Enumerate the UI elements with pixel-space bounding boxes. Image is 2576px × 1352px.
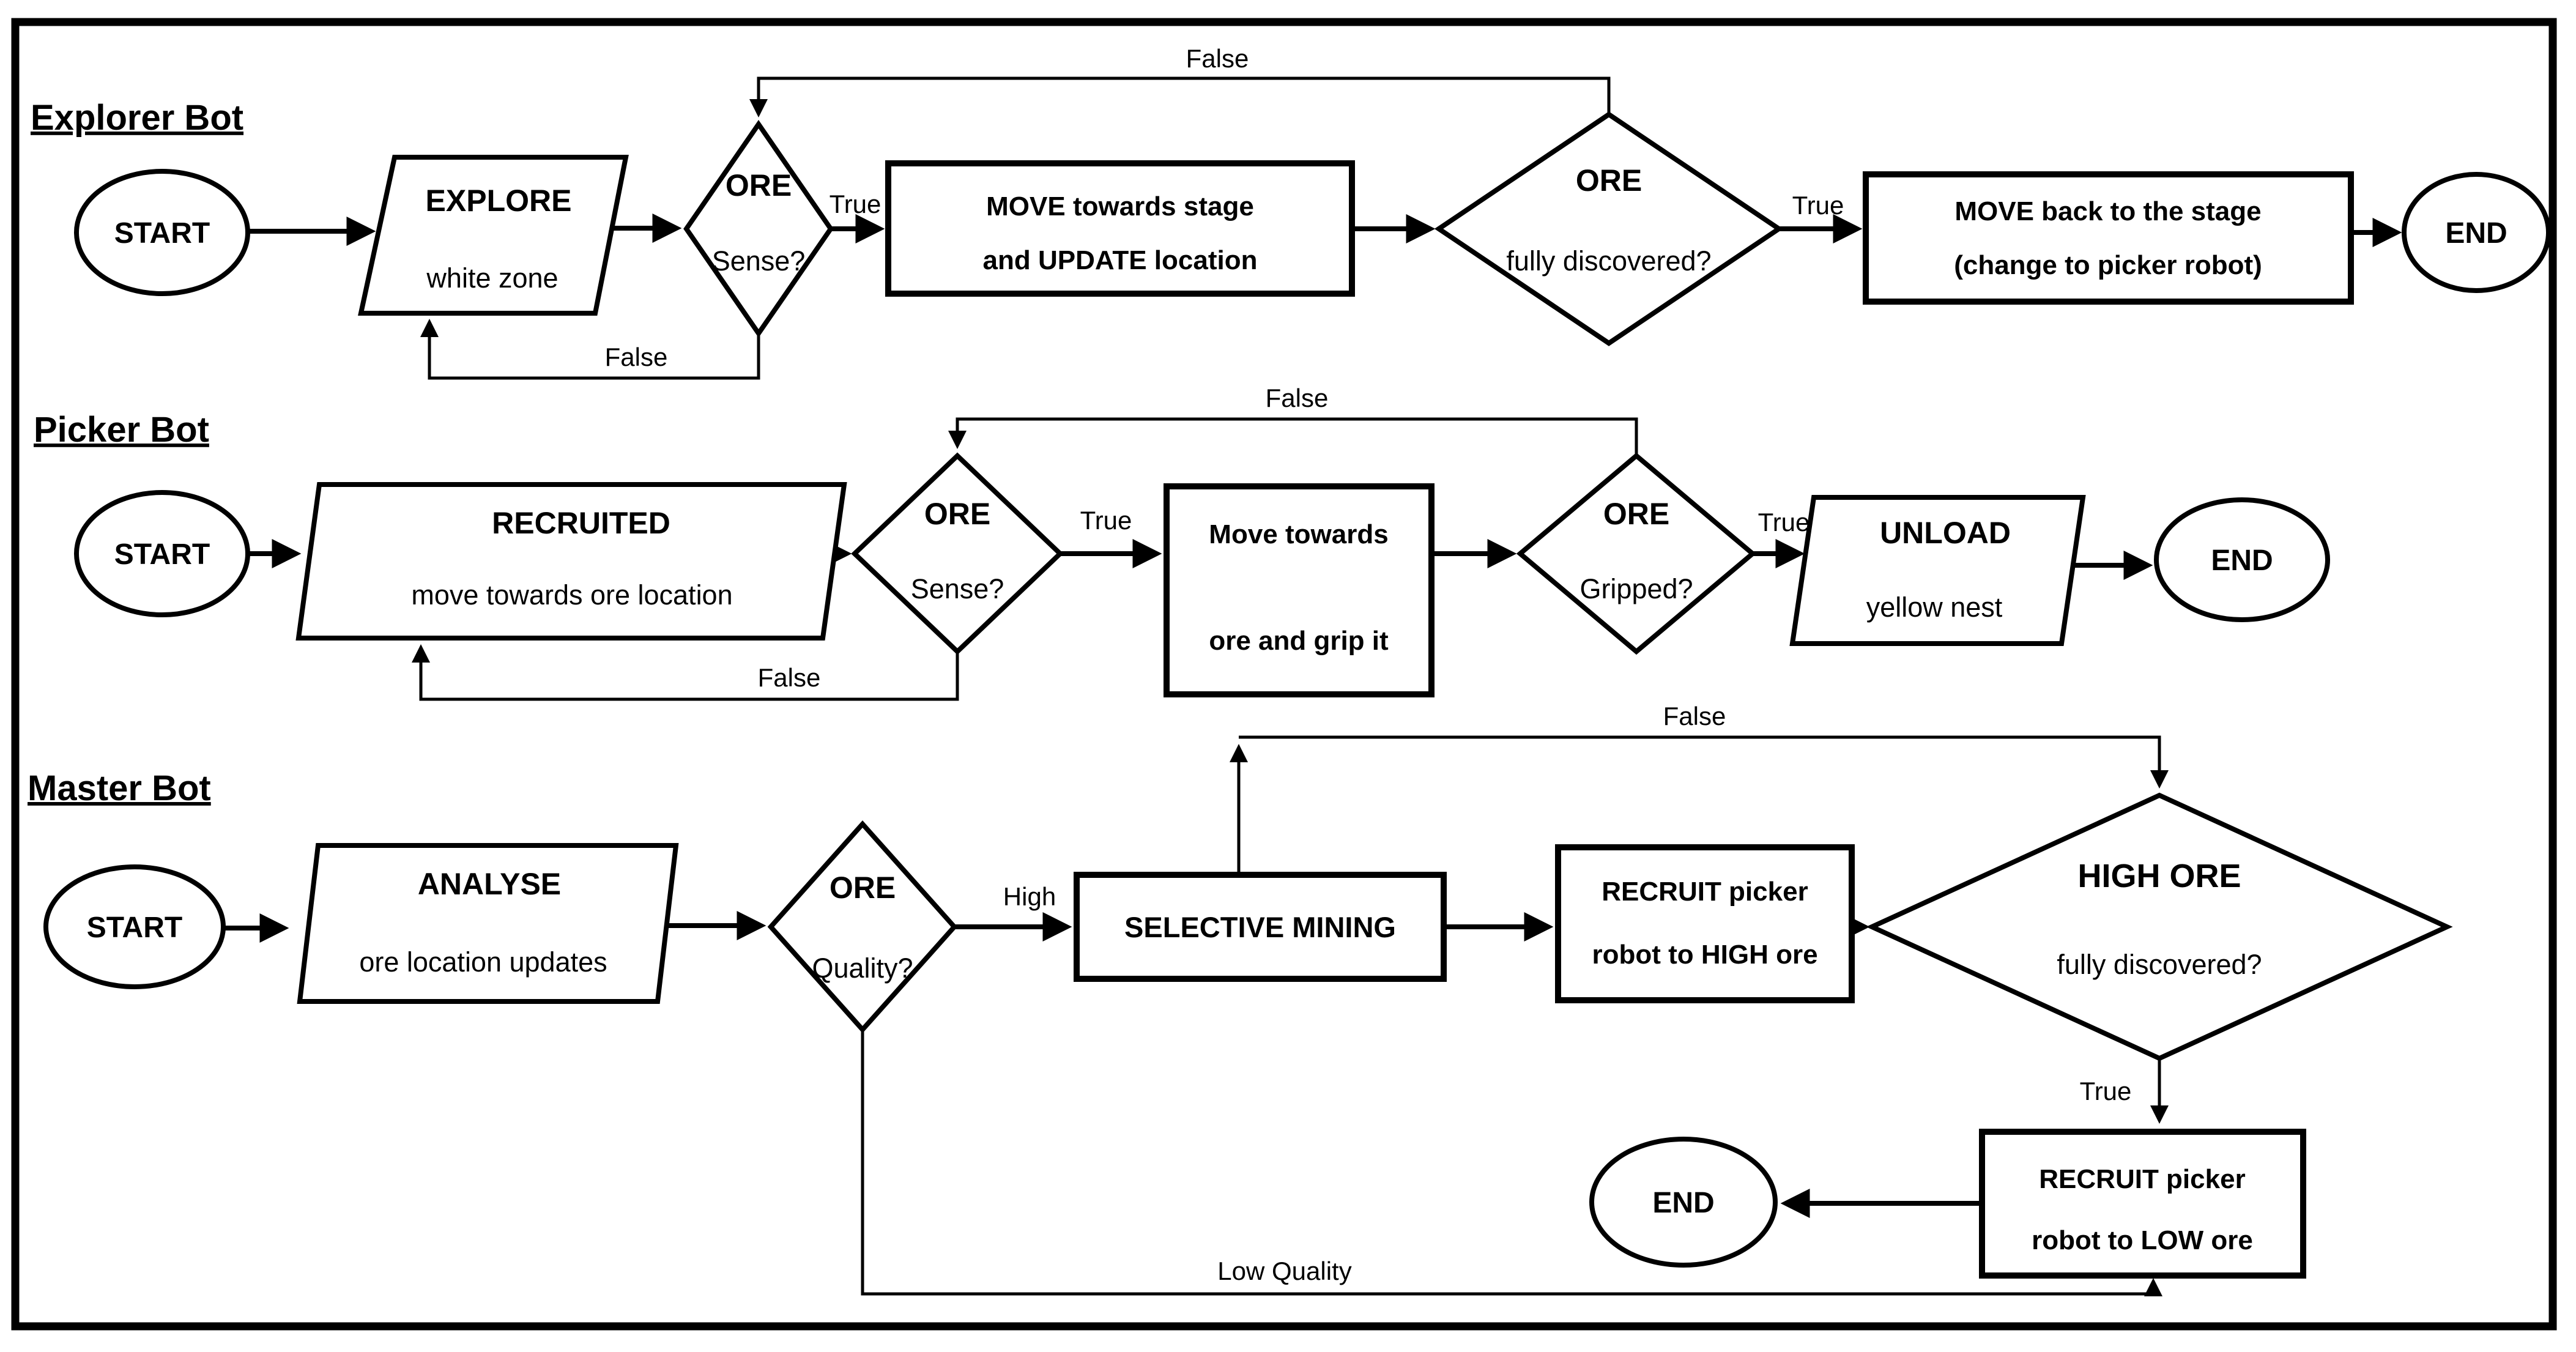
explorer-bot-flow: Explorer Bot START EXPLORE white zone OR… — [31, 44, 2551, 380]
picker-false-bottom-label: False — [758, 663, 821, 692]
picker-false-top-label: False — [1266, 384, 1329, 412]
master-start-terminator — [43, 864, 226, 989]
edge-low-quality-path — [861, 1030, 2162, 1296]
picker-true1-label: True — [1080, 506, 1132, 535]
explorer-true2-label: True — [1792, 191, 1844, 220]
recruit-low-line2: robot to LOW ore — [2032, 1225, 2253, 1255]
recruit-high-line1: RECRUIT picker — [1602, 877, 1808, 907]
master-recruit-high-process — [1555, 844, 1855, 1003]
page-border — [11, 18, 2557, 1331]
edge-false-line-into-high-ore — [1239, 735, 2169, 789]
high-ore-title: HIGH ORE — [2077, 858, 2241, 894]
picker-start-terminator — [74, 490, 250, 617]
explorer-start-terminator — [74, 169, 250, 296]
picker-end-terminator — [2154, 497, 2330, 622]
analyse-title: ANALYSE — [418, 867, 561, 901]
picker-move-grip-process — [1164, 483, 1435, 697]
explore-subtitle: white zone — [426, 262, 558, 294]
master-high-ore-decision — [1866, 792, 2453, 1061]
explorer-false-top-label: False — [1186, 44, 1249, 73]
selective-mining-label: SELECTIVE MINING — [1124, 911, 1396, 943]
recruit-low-line1: RECRUIT picker — [2039, 1164, 2245, 1194]
unload-title: UNLOAD — [1880, 516, 2011, 550]
master-high-label: High — [1003, 882, 1056, 911]
picker-ore-sense-question: Sense? — [911, 573, 1004, 604]
ore-gripped-question: Gripped? — [1579, 573, 1693, 604]
edge-explorer-false-bottom-loop — [420, 319, 760, 380]
edge-picker-false-bottom-loop — [412, 644, 959, 701]
master-bot-flow: Master Bot START ANALYSE ore location up… — [28, 702, 2453, 1296]
high-ore-question: fully discovered? — [2057, 949, 2262, 980]
ore-sense-title: ORE — [726, 168, 792, 202]
move-grip-line1: Move towards — [1209, 519, 1388, 549]
explorer-explore-parallelogram — [358, 155, 629, 316]
analyse-subtitle: ore location updates — [359, 946, 607, 978]
explorer-end-label: END — [2445, 217, 2507, 250]
explorer-move-update-process — [885, 160, 1355, 297]
picker-ore-sense-decision — [851, 452, 1064, 655]
explorer-false-bottom-label: False — [605, 343, 668, 371]
section-title-master: Master Bot — [28, 768, 211, 808]
move-update-line1: MOVE towards stage — [986, 191, 1254, 221]
section-title-explorer: Explorer Bot — [31, 98, 243, 138]
master-selective-mining-process — [1074, 872, 1447, 982]
master-true-label: True — [2080, 1077, 2132, 1105]
ore-gripped-title: ORE — [1603, 497, 1669, 531]
edge-explorer-false-top-loop — [749, 76, 1611, 117]
master-end-terminator — [1589, 1137, 1778, 1268]
picker-recruited-parallelogram — [295, 482, 847, 641]
explorer-true1-label: True — [830, 190, 882, 218]
move-back-line1: MOVE back to the stage — [1954, 196, 2261, 226]
master-false-label: False — [1663, 702, 1726, 730]
picker-start-label: START — [114, 538, 210, 571]
recruit-high-line2: robot to HIGH ore — [1592, 940, 1817, 970]
explorer-end-terminator — [2402, 172, 2551, 293]
recruited-title: RECRUITED — [492, 506, 670, 540]
explorer-start-label: START — [114, 217, 210, 250]
explorer-ore-discovered-decision — [1434, 111, 1784, 346]
ore-discovered-title: ORE — [1576, 163, 1642, 198]
edge-picker-false-top-loop — [948, 417, 1638, 456]
move-grip-line2: ore and grip it — [1209, 626, 1389, 656]
master-recruit-low-process — [1979, 1129, 2306, 1279]
master-analyse-parallelogram — [297, 843, 679, 1004]
move-back-line2: (change to picker robot) — [1954, 250, 2262, 280]
move-update-line2: and UPDATE location — [983, 245, 1258, 275]
ore-discovered-question: fully discovered? — [1506, 245, 1711, 277]
master-low-quality-label: Low Quality — [1217, 1257, 1351, 1285]
master-start-label: START — [87, 912, 182, 944]
section-title-picker: Picker Bot — [34, 410, 209, 450]
explorer-ore-sense-decision — [683, 119, 834, 338]
ore-quality-title: ORE — [830, 871, 896, 905]
picker-bot-flow: Picker Bot START RECRUITED move towards … — [34, 384, 2330, 701]
picker-unload-parallelogram — [1789, 495, 2086, 646]
picker-true2-label: True — [1758, 508, 1810, 537]
unload-subtitle: yellow nest — [1866, 592, 2003, 623]
picker-ore-sense-title: ORE — [924, 497, 990, 531]
master-ore-quality-decision — [767, 820, 958, 1034]
picker-end-label: END — [2211, 544, 2273, 577]
ore-quality-question: Quality? — [812, 953, 913, 984]
explorer-move-back-process — [1863, 171, 2354, 305]
ore-sense-question: Sense? — [712, 245, 806, 277]
explore-title: EXPLORE — [426, 184, 572, 218]
master-end-label: END — [1652, 1187, 1714, 1219]
recruited-subtitle: move towards ore location — [411, 579, 732, 611]
picker-ore-gripped-decision — [1516, 452, 1757, 655]
